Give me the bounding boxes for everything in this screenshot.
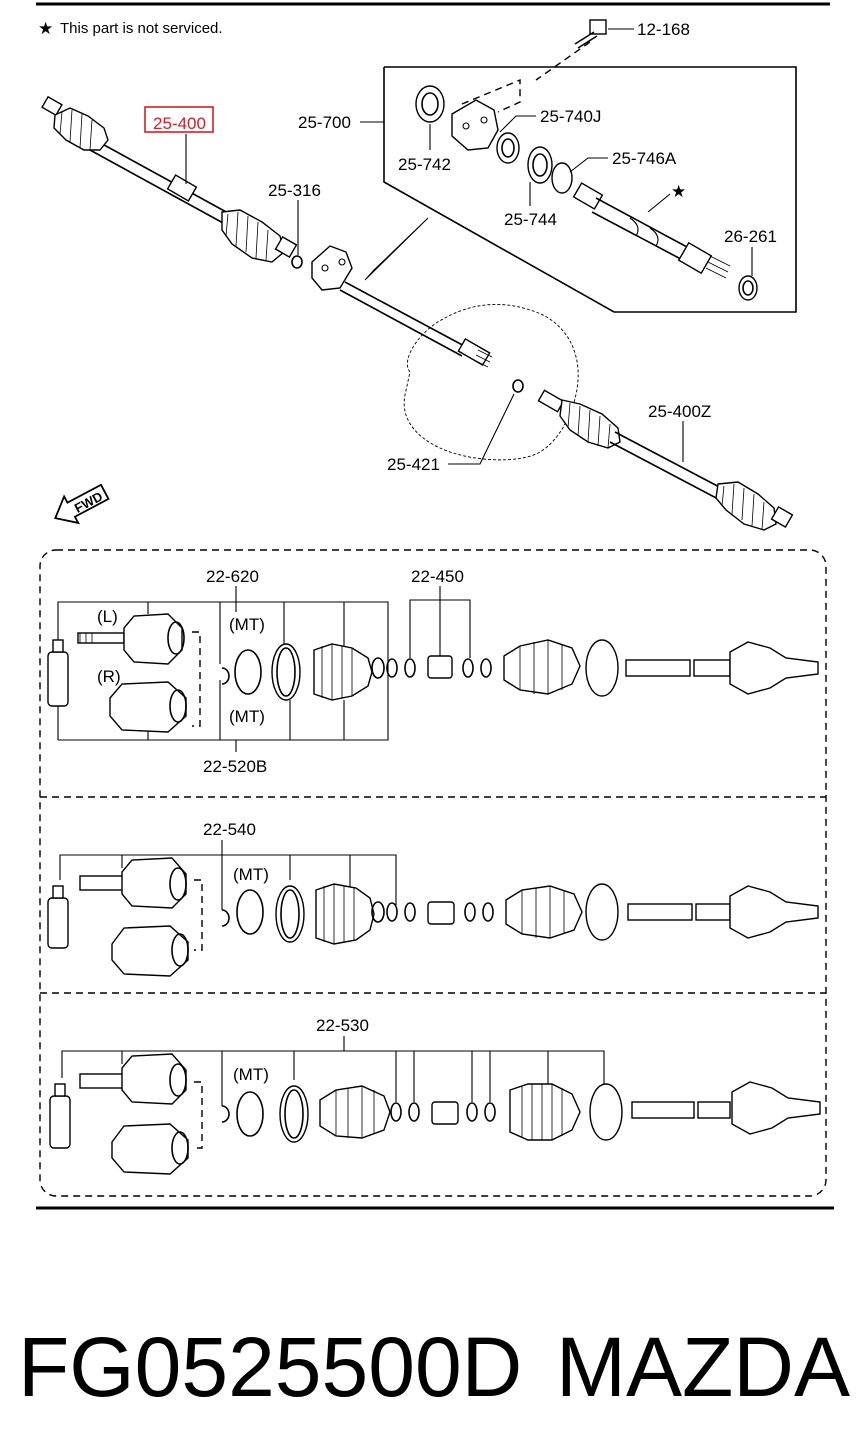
transaxle-outline	[403, 304, 579, 461]
bearing	[496, 132, 520, 164]
kits-panel	[39, 549, 827, 1197]
grease-tube-row2	[47, 897, 69, 949]
brand-name: MAZDA	[556, 1320, 850, 1414]
outer-boot-right	[715, 481, 777, 531]
outer-joint-right	[109, 681, 187, 733]
highlight-box	[144, 106, 214, 133]
part-number: FG0525500D	[18, 1320, 522, 1414]
side-right-label: (R)	[97, 667, 121, 686]
snap-ring-row1	[221, 667, 230, 685]
label-22-450: 22-450	[411, 567, 464, 586]
label-25-740j: 25-740J	[540, 107, 601, 126]
fwd-arrow: FWD	[54, 483, 110, 525]
label-25-744: 25-744	[504, 210, 557, 229]
outer-joint-shaft-row1	[729, 641, 819, 695]
inner-boot	[221, 209, 285, 263]
label-22-530: 22-530	[316, 1016, 369, 1035]
outer-joint-left	[123, 613, 183, 665]
inner-boot-row3	[509, 1083, 581, 1141]
mt-row3: (MT)	[233, 1065, 269, 1084]
outer-joint-row3	[121, 1053, 187, 1105]
label-22-520b: 22-520B	[203, 757, 267, 776]
label-25-400: 25-400	[153, 114, 206, 133]
clip-316	[291, 255, 303, 269]
inner-boot-row1	[503, 639, 581, 695]
mt-top-row1: (MT)	[229, 615, 265, 634]
outer-joint-b-row3	[111, 1123, 189, 1175]
detail-pointer	[364, 217, 429, 281]
label-26-261: 26-261	[724, 227, 777, 246]
inner-boot-right	[559, 399, 621, 449]
dynamic-damper	[166, 174, 198, 202]
joint-shaft	[572, 182, 731, 279]
seal-742	[415, 85, 445, 123]
driveshaft-right	[537, 389, 794, 531]
outer-joint-shaft-row2	[729, 885, 819, 939]
bracket-740j	[451, 99, 499, 151]
intermediate-shaft	[311, 245, 493, 368]
boot-row3	[319, 1085, 391, 1139]
inner-boot-row2	[505, 885, 583, 939]
label-22-540: 22-540	[203, 820, 256, 839]
inner-band-row1	[585, 639, 619, 697]
star-joint-shaft: ★	[671, 182, 686, 201]
boot-row2	[315, 883, 375, 945]
kit-row-2: 22-540 (MT)	[47, 820, 819, 977]
support-bracket	[311, 245, 353, 291]
inner-joint-row1	[427, 655, 453, 679]
outer-joint-shaft-row3	[731, 1081, 821, 1135]
label-22-620: 22-620	[206, 567, 259, 586]
ring-744	[527, 146, 553, 184]
star-symbol: ★	[38, 19, 53, 38]
not-serviced-note: ★ This part is not serviced.	[38, 19, 223, 38]
grease-tube-row3	[49, 1095, 71, 1149]
label-25-400z: 25-400Z	[648, 402, 711, 421]
circlip-row2	[236, 889, 264, 935]
kit-row-3: 22-530 (MT)	[49, 1016, 821, 1175]
side-left-label: (L)	[97, 607, 118, 626]
seal-261	[738, 275, 758, 301]
boot-row1	[313, 643, 373, 701]
grease-tube-row1	[47, 651, 69, 707]
fwd-label: FWD	[72, 489, 105, 516]
label-25-316: 25-316	[268, 181, 321, 200]
mt-bottom-row1: (MT)	[229, 707, 265, 726]
label-25-421: 25-421	[387, 455, 440, 474]
bolt-12-168	[574, 19, 607, 49]
mt-row2: (MT)	[233, 865, 269, 884]
driveshaft-left	[41, 95, 303, 269]
outer-joint-row2	[121, 857, 187, 909]
clip-421	[512, 379, 524, 393]
label-12-168: 12-168	[637, 20, 690, 39]
circlip-row1	[234, 649, 262, 695]
bearing-detail-box: 25-700 12-168 25-742 25-740J 25-744	[298, 19, 797, 313]
circlip-row3	[236, 1091, 264, 1137]
note-text: This part is not serviced.	[60, 20, 223, 37]
label-25-742: 25-742	[398, 155, 451, 174]
ring-746a	[551, 162, 573, 194]
label-25-746a: 25-746A	[612, 149, 677, 168]
kit-row-1: 22-620 22-450 (MT) (MT) 22-520B (L) (R)	[47, 567, 819, 776]
outer-joint-b-row2	[111, 925, 189, 977]
label-25-700: 25-700	[298, 113, 351, 132]
